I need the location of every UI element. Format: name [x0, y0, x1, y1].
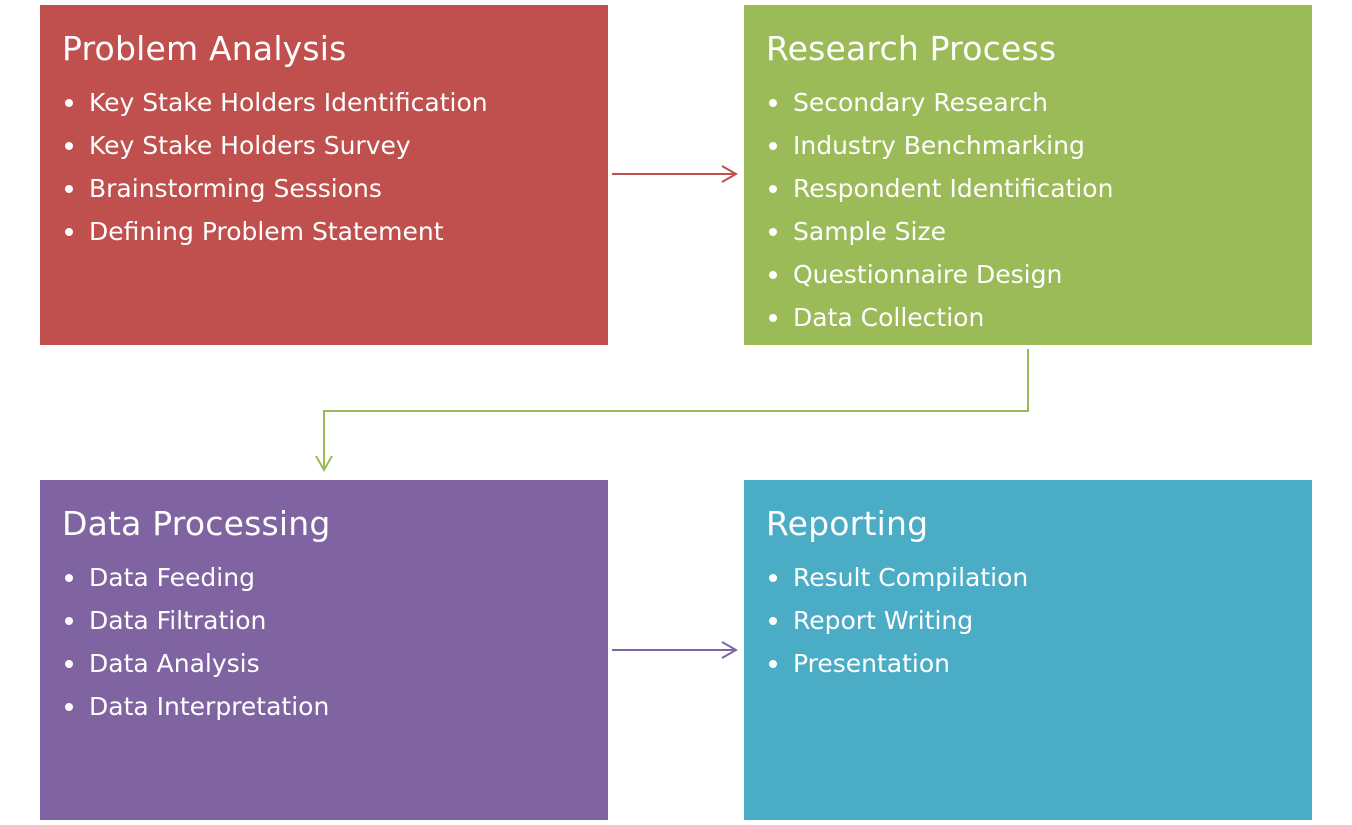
list-item: Key Stake Holders Identification — [62, 81, 586, 124]
research-process-title: Research Process — [766, 29, 1057, 68]
list-item: Secondary Research — [766, 81, 1290, 124]
arrow-data-to-reporting — [612, 641, 739, 659]
bullet-icon — [65, 703, 73, 711]
data-processing-box: Data Processing Data Feeding Data Filtra… — [40, 480, 608, 820]
bullet-icon — [65, 142, 73, 150]
bullet-icon — [65, 228, 73, 236]
research-process-list: Secondary Research Industry Benchmarking… — [766, 81, 1290, 339]
list-item: Data Analysis — [62, 642, 586, 685]
bullet-icon — [65, 99, 73, 107]
reporting-box: Reporting Result Compilation Report Writ… — [744, 480, 1312, 820]
list-item: Defining Problem Statement — [62, 210, 586, 253]
list-item: Result Compilation — [766, 556, 1290, 599]
list-item: Report Writing — [766, 599, 1290, 642]
bullet-icon — [769, 617, 777, 625]
list-item: Presentation — [766, 642, 1290, 685]
data-processing-list: Data Feeding Data Filtration Data Analys… — [62, 556, 586, 728]
bullet-icon — [65, 660, 73, 668]
problem-analysis-box: Problem Analysis Key Stake Holders Ident… — [40, 5, 608, 345]
list-item: Data Collection — [766, 296, 1290, 339]
problem-analysis-title: Problem Analysis — [62, 29, 347, 68]
bullet-icon — [769, 660, 777, 668]
data-processing-title: Data Processing — [62, 504, 331, 543]
bullet-icon — [769, 99, 777, 107]
list-item: Respondent Identification — [766, 167, 1290, 210]
arrow-research-to-data — [315, 349, 1029, 473]
bullet-icon — [769, 271, 777, 279]
bullet-icon — [769, 185, 777, 193]
list-item: Data Filtration — [62, 599, 586, 642]
problem-analysis-list: Key Stake Holders Identification Key Sta… — [62, 81, 586, 253]
bullet-icon — [769, 314, 777, 322]
list-item: Industry Benchmarking — [766, 124, 1290, 167]
reporting-title: Reporting — [766, 504, 929, 543]
list-item: Data Feeding — [62, 556, 586, 599]
list-item: Sample Size — [766, 210, 1290, 253]
list-item: Questionnaire Design — [766, 253, 1290, 296]
bullet-icon — [65, 574, 73, 582]
reporting-list: Result Compilation Report Writing Presen… — [766, 556, 1290, 685]
list-item: Data Interpretation — [62, 685, 586, 728]
bullet-icon — [769, 228, 777, 236]
list-item: Brainstorming Sessions — [62, 167, 586, 210]
bullet-icon — [769, 574, 777, 582]
bullet-icon — [65, 617, 73, 625]
research-process-box: Research Process Secondary Research Indu… — [744, 5, 1312, 345]
bullet-icon — [65, 185, 73, 193]
bullet-icon — [769, 142, 777, 150]
arrow-problem-to-research — [612, 165, 739, 183]
list-item: Key Stake Holders Survey — [62, 124, 586, 167]
